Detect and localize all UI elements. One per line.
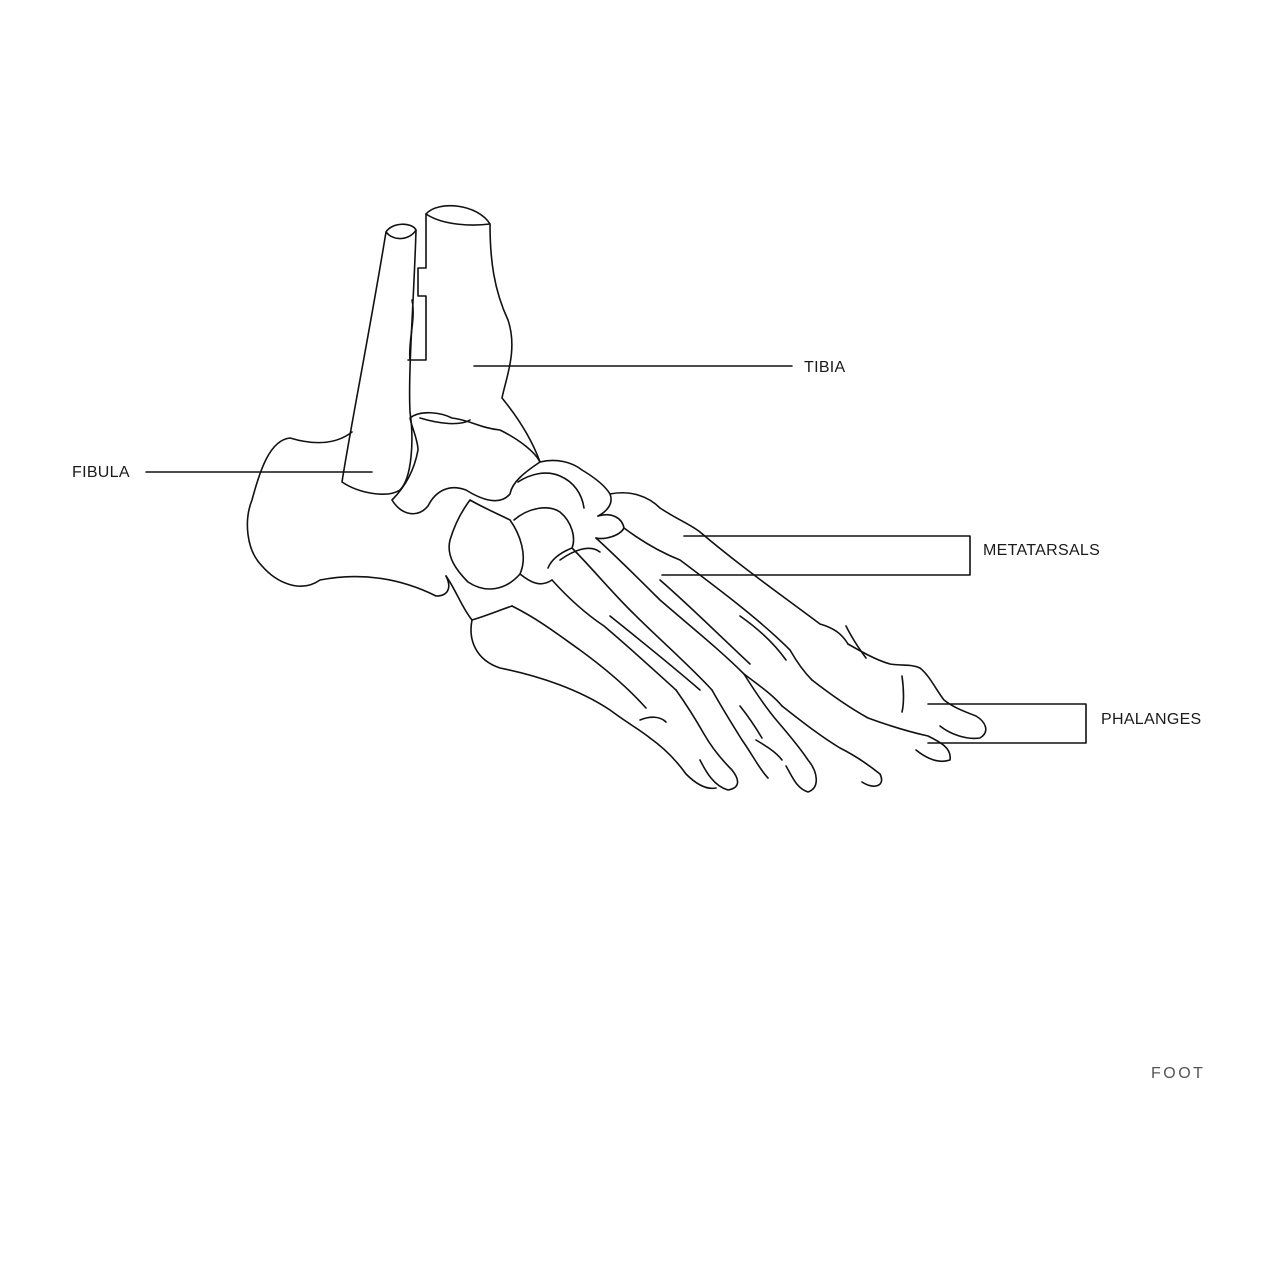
metatarsals-label: METATARSALS <box>983 542 1101 559</box>
metatarsal-bones <box>470 492 849 739</box>
leader-lines <box>145 365 1087 744</box>
tarsal-bones <box>445 499 553 621</box>
diagram-caption: FOOT <box>1151 1065 1206 1082</box>
metatarsals-bracket <box>661 535 971 576</box>
phalanx-bones <box>639 625 987 793</box>
fibula-bone <box>341 223 417 495</box>
fibula-label: FIBULA <box>72 464 130 481</box>
phalanges-bracket <box>927 703 1087 744</box>
talus-bone <box>391 411 541 515</box>
cuneiform-bones <box>513 459 625 569</box>
tibia-label: TIBIA <box>804 359 846 376</box>
calcaneus-bone <box>246 431 450 597</box>
phalanges-label: PHALANGES <box>1101 711 1202 728</box>
